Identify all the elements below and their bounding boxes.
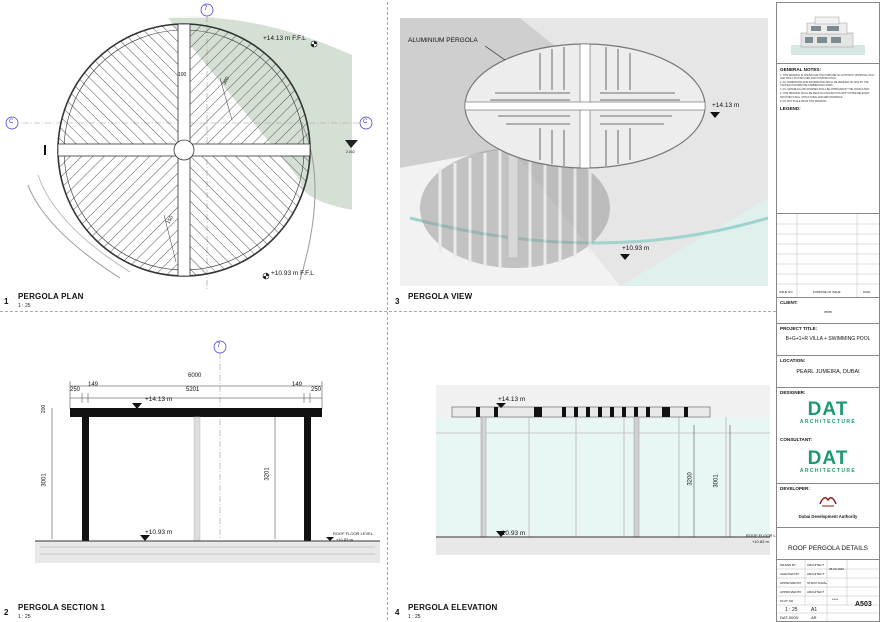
plan-grid-top-label: 7	[204, 6, 208, 12]
title-block: GENERAL NOTES: 1. THIS DRAWING IS ISSUED…	[776, 2, 880, 622]
general-note: 1. THIS DRAWING IS ISSUED FOR THE PURPOS…	[780, 74, 875, 81]
rev-header-date: DATE	[863, 290, 871, 294]
pergola-3d-view	[400, 18, 768, 286]
info-sheet-no: A503	[855, 601, 872, 608]
plan-small-label: 2.002	[346, 150, 355, 154]
plan-view-scale: 1 : 25	[18, 303, 31, 309]
elevation-roof-floor: ROOF FLOOR LEVEL	[746, 533, 787, 538]
plan-view-title: PERGOLA PLAN	[18, 292, 84, 301]
elevation-title: PERGOLA ELEVATION	[408, 603, 498, 612]
view3d-level-bottom: +10.93 m	[622, 245, 650, 252]
info-value: ARCHITECT	[807, 572, 825, 576]
section-dim-149-right: 149	[292, 382, 303, 388]
info-key: APPROVED BY	[780, 581, 802, 585]
location-label: LOCATION:	[780, 358, 806, 363]
plan-grid-right-label: C	[363, 119, 368, 125]
view3d-level-top: +14.13 m	[712, 102, 740, 109]
section-dim-200: 200	[41, 404, 48, 414]
client-value: ****	[824, 311, 832, 317]
general-note: 3. ALL MATERIALS AND FINISHES SHALL BE A…	[780, 88, 870, 92]
plan-grid-left-label: C	[9, 119, 14, 125]
consultant-label: CONSULTANT:	[780, 437, 812, 442]
section-level-bottom: +10.93 m	[145, 529, 173, 536]
plan-dim-100: 100	[178, 72, 187, 78]
elevation-roof-floor-val: +10.83 m	[752, 539, 769, 544]
general-note: 5. DO NOT SCALE FROM THIS DRAWING.	[780, 99, 827, 103]
section-level-top: +14.13 m	[145, 396, 173, 403]
consultant-logo-sub: ARCHITECTURE	[799, 468, 857, 474]
section-dim-250-left: 250	[70, 387, 81, 393]
view3d-title: PERGOLA VIEW	[408, 292, 473, 301]
rev-header-issue: ISSUE NO.	[779, 290, 794, 294]
info-date: 08.06.2022	[829, 567, 845, 571]
section-dim-total: 6000	[188, 373, 202, 379]
section-dim-149-left: 149	[88, 382, 99, 388]
project-label: PROJECT TITLE:	[780, 326, 818, 331]
elevation-number: 4	[395, 608, 400, 617]
elevation-level-top: +14.13 m	[498, 396, 526, 403]
elevation-dim-3001: 3001	[713, 474, 720, 488]
legend-title: LEGEND:	[780, 105, 801, 111]
developer-logo-icon	[819, 497, 837, 507]
info-value: ****	[832, 597, 839, 602]
info-key: DRAWN BY	[780, 563, 797, 567]
developer-name: Dubai Development Authority	[798, 514, 858, 519]
info-key: CHECKED BY	[780, 572, 800, 576]
elevation-level-bottom: +10.93 m	[498, 530, 526, 537]
section-dim-3001: 3001	[41, 473, 48, 487]
info-dwg-code: DAT-000D	[780, 615, 799, 620]
plan-view-number: 1	[4, 297, 9, 306]
info-rev: AR	[811, 615, 817, 620]
info-scale: 1 : 25	[785, 607, 798, 613]
designer-logo-main: DAT	[807, 399, 849, 420]
section-roof-floor-val: +10.83 m	[336, 537, 353, 542]
revision-table: ISSUE NO. PURPOSE OF ISSUE DATE	[777, 213, 879, 298]
developer-label: DEVELOPER:	[780, 486, 810, 491]
info-value: ARCHITECT	[807, 590, 825, 594]
section-dim-3201: 3201	[264, 467, 271, 481]
location-value: PEARL JUMEIRA, DUBAI	[796, 369, 860, 375]
section-number: 2	[4, 608, 9, 617]
client-label: CLIENT:	[780, 300, 798, 305]
info-value: STRUCTURAL	[807, 581, 828, 585]
section-dim-mid: 5201	[186, 387, 200, 393]
info-size: A1	[811, 607, 818, 613]
section-title: PERGOLA SECTION 1	[18, 603, 106, 612]
info-value: ARCHITECT	[807, 563, 825, 567]
section-dim-250-right: 250	[311, 387, 322, 393]
consultant-logo-main: DAT	[807, 448, 849, 469]
general-note: 2. ALL DIMENSIONS AND INFORMATION SHALL …	[780, 81, 869, 88]
project-value: B+G+1+R VILLA + SWIMMING POOL	[785, 336, 871, 342]
sheet-title: ROOF PERGOLA DETAILS	[787, 545, 869, 552]
section-grid-label: 7	[217, 343, 221, 349]
consultant-logo: DAT ARCHITECTURE	[777, 449, 879, 474]
elevation-scale: 1 : 25	[408, 614, 421, 620]
info-key: APPROVED BY	[780, 590, 802, 594]
designer-logo-sub: ARCHITECTURE	[799, 419, 857, 425]
plan-level-top: +14.13 m F.F.L	[263, 35, 306, 42]
pergola-section-drawing	[35, 340, 380, 563]
horizontal-divider	[0, 311, 776, 312]
general-note: 4. THIS DRAWING SHALL BE READ IN CONJUNC…	[780, 92, 870, 99]
elevation-dim-3200: 3200	[687, 472, 694, 486]
rev-header-purpose: PURPOSE OF ISSUE	[813, 290, 841, 294]
building-render	[791, 16, 865, 55]
pergola-elevation-drawing	[436, 385, 770, 555]
designer-label: DESIGNER:	[780, 390, 806, 395]
view3d-label: ALUMINIUM PERGOLA	[408, 37, 478, 44]
section-scale: 1 : 25	[18, 614, 31, 620]
pergola-plan-drawing	[5, 3, 380, 290]
designer-logo: DAT ARCHITECTURE	[777, 400, 879, 425]
plan-level-bottom: +10.93 m F.F.L	[271, 270, 314, 277]
drawing-info-table: DRAWN BY ARCHITECT CHECKED BY ARCHITECT …	[777, 559, 879, 622]
general-notes-title: GENERAL NOTES:	[780, 67, 822, 72]
section-roof-floor: ROOF FLOOR LEVEL	[333, 531, 374, 536]
view3d-number: 3	[395, 297, 400, 306]
info-key: PLOT NO.	[780, 599, 794, 603]
